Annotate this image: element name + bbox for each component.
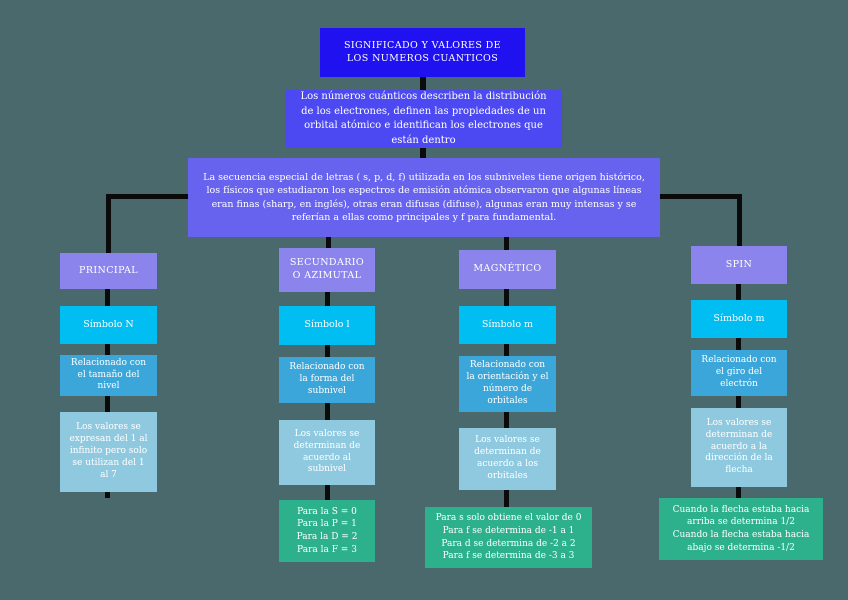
connector-branch-right-horizontal: [660, 194, 742, 199]
title-node: SIGNIFICADO Y VALORES DE LOS NUMEROS CUA…: [320, 28, 525, 77]
connector-branch-col3: [504, 237, 509, 250]
detail-node-secundario: Para la S = 0 Para la P = 1 Para la D = …: [279, 500, 375, 562]
values-node-spin: Los valores se determinan de acuerdo a l…: [691, 408, 787, 487]
connector-branch-right-vertical: [737, 194, 742, 246]
detail-node-magnetico: Para s solo obtiene el valor de 0 Para f…: [425, 507, 592, 568]
header-node-secundario: SECUNDARIO O AZIMUTAL: [279, 248, 375, 292]
connector-col4-b: [736, 338, 741, 350]
connector-col4-a: [736, 284, 741, 300]
symbol-node-secundario: Símbolo l: [279, 306, 375, 345]
connector-branch-col2: [326, 237, 331, 248]
header-node-spin: SPIN: [691, 246, 787, 284]
header-node-magnetico: MAGNÉTICO: [459, 250, 556, 289]
connector-trunk-2: [420, 148, 426, 158]
relation-node-secundario: Relacionado con la forma del subnivel: [279, 357, 375, 403]
relation-node-principal: Relacionado con el tamaño del nivel: [60, 355, 157, 396]
values-node-principal: Los valores se expresan del 1 al infinit…: [60, 412, 157, 492]
connector-col3-b: [504, 344, 509, 356]
relation-node-magnetico: Relacionado con la orientación y el núme…: [459, 356, 556, 412]
values-node-secundario: Los valores se determinan de acuerdo al …: [279, 420, 375, 485]
values-node-magnetico: Los valores se determinan de acuerdo a l…: [459, 428, 556, 490]
connector-col3-c: [504, 412, 509, 428]
symbol-node-principal: Símbolo N: [60, 306, 157, 344]
connector-col2-d: [325, 485, 330, 500]
detail-node-spin: Cuando la flecha estaba hacia arriba se …: [659, 498, 823, 560]
connector-col4-d: [736, 487, 741, 498]
connector-col3-d: [504, 490, 509, 507]
connector-col3-a: [504, 289, 509, 306]
header-node-principal: PRINCIPAL: [60, 253, 157, 289]
connector-col2-c: [325, 403, 330, 420]
connector-col4-c: [736, 396, 741, 408]
intro-node: Los números cuánticos describen la distr…: [285, 90, 562, 148]
symbol-node-spin: Símbolo m: [691, 300, 787, 338]
connector-col2-b: [325, 345, 330, 357]
connector-col1-b: [105, 344, 110, 355]
connector-col1-c: [105, 396, 110, 412]
connector-col1-a: [105, 289, 110, 306]
history-node: La secuencia especial de letras ( s, p, …: [188, 158, 660, 237]
relation-node-spin: Relacionado con el giro del electrón: [691, 350, 787, 396]
connector-col2-a: [325, 292, 330, 306]
connector-branch-left-horizontal: [106, 194, 188, 199]
connector-branch-left-vertical: [106, 194, 111, 253]
connector-col1-stub: [105, 492, 110, 498]
connector-trunk-1: [420, 77, 426, 90]
symbol-node-magnetico: Símbolo m: [459, 306, 556, 344]
